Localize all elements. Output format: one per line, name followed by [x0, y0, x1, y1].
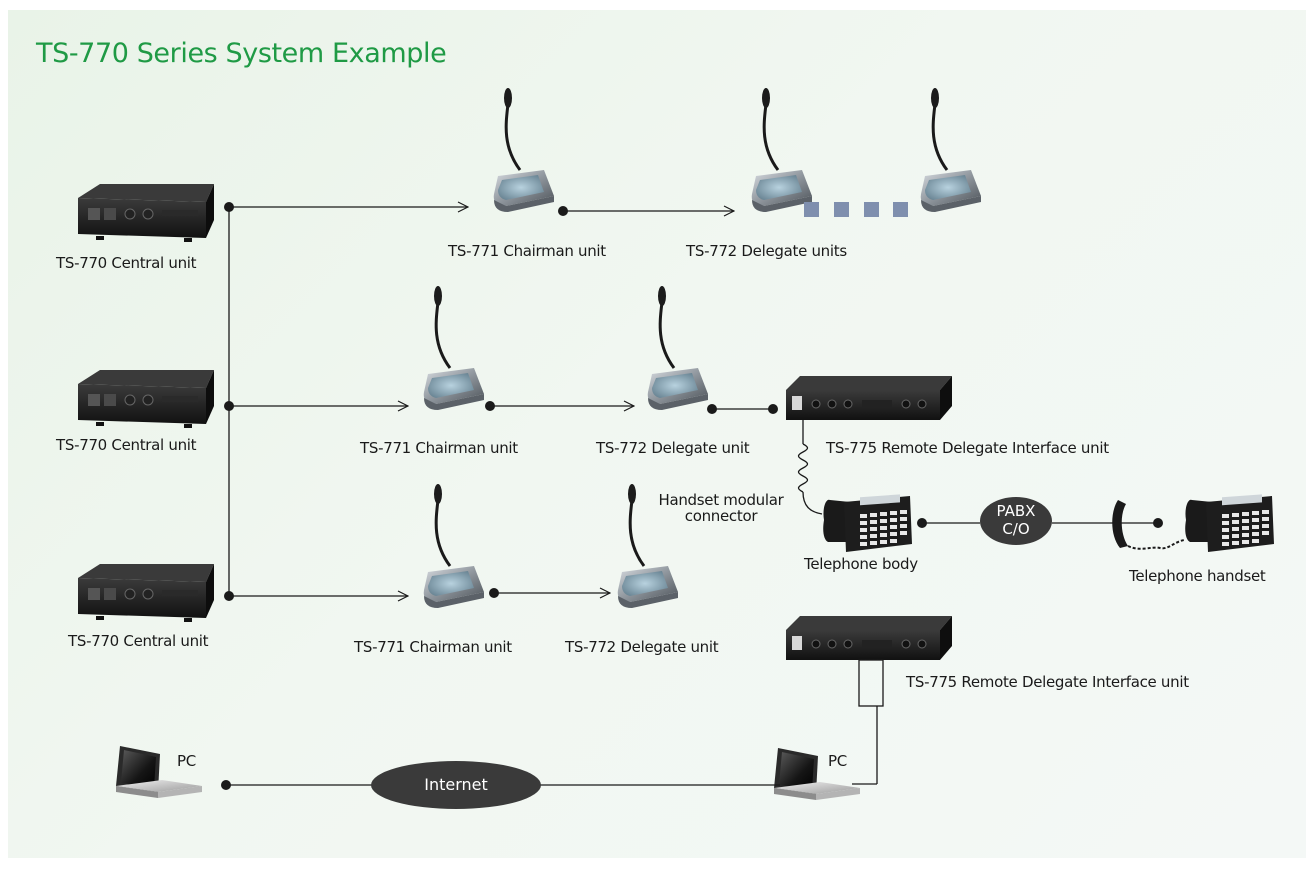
central-unit-1 [77, 183, 215, 243]
delegate-units-label-1: TS-772 Delegate units [686, 242, 847, 260]
remote-interface-label-2: TS-775 Remote Delegate Interface unit [906, 673, 1189, 691]
handset-connector-line-1: Handset modular [658, 491, 784, 509]
connection-lines [226, 207, 1158, 786]
central-unit-label-2: TS-770 Central unit [56, 436, 197, 454]
telephone-body-icon [823, 494, 912, 552]
handset-connector-label: Handset modular connector [656, 492, 786, 524]
remote-interface-unit-1 [785, 375, 953, 421]
delegate-chain-dashes [804, 202, 908, 217]
chairman-unit-label-1: TS-771 Chairman unit [448, 242, 606, 260]
chairman-unit-2 [422, 284, 486, 412]
remote-interface-label-1: TS-775 Remote Delegate Interface unit [826, 439, 1109, 457]
central-unit-3 [77, 563, 215, 623]
delegate-unit-2 [646, 284, 710, 412]
pabx-label-1: PABX [997, 502, 1036, 520]
chairman-unit-label-2: TS-771 Chairman unit [360, 439, 518, 457]
connection-dots [221, 202, 1163, 790]
pc-icon-2 [774, 748, 860, 800]
telephone-handset-phone-icon [1185, 494, 1274, 552]
pc-label-1: PC [177, 752, 196, 770]
central-unit-2 [77, 369, 215, 429]
central-unit-label-1: TS-770 Central unit [56, 254, 197, 272]
diagram-panel [8, 10, 1306, 858]
internet-label: Internet [424, 775, 488, 794]
handset-icon [1112, 500, 1185, 550]
delegate-unit-1a [750, 86, 814, 214]
delegate-unit-label-3: TS-772 Delegate unit [565, 638, 719, 656]
chairman-unit-1 [492, 86, 556, 214]
telephone-handset-label: Telephone handset [1129, 567, 1266, 585]
pabx-ellipse [980, 497, 1052, 545]
central-unit-label-3: TS-770 Central unit [68, 632, 209, 650]
remote-interface-unit-2 [785, 615, 953, 661]
pc-label-2: PC [828, 752, 847, 770]
internet-ellipse [371, 761, 541, 809]
page-title: TS-770 Series System Example [36, 38, 447, 69]
delegate-unit-label-2: TS-772 Delegate unit [596, 439, 750, 457]
handset-connector-line-2: connector [684, 507, 758, 525]
chairman-unit-3 [422, 482, 486, 610]
delegate-unit-1b [919, 86, 983, 214]
pabx-label-2: C/O [1002, 520, 1029, 538]
telephone-body-label: Telephone body [804, 555, 918, 573]
chairman-unit-label-3: TS-771 Chairman unit [354, 638, 512, 656]
